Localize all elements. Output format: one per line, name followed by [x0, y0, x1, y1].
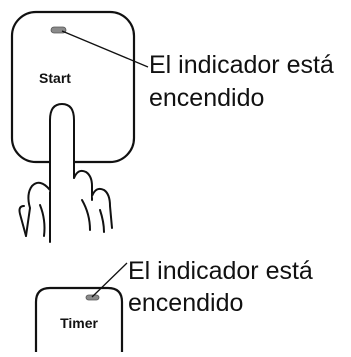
- start-button[interactable]: Start: [10, 10, 136, 164]
- start-callout-line1: El indicador está: [149, 51, 334, 79]
- timer-callout-leader-line: [91, 262, 128, 298]
- timer-callout-line1: El indicador está: [128, 257, 313, 285]
- timer-callout-line2: encendido: [128, 289, 244, 317]
- timer-button-label: Timer: [60, 315, 98, 331]
- start-callout-line2: encendido: [149, 84, 265, 112]
- start-button-label: Start: [39, 70, 71, 86]
- timer-button-body[interactable]: [34, 286, 124, 352]
- start-callout-leader-line: [61, 30, 149, 68]
- hand-icon: [18, 103, 113, 243]
- timer-indicator-light: [85, 294, 100, 301]
- timer-button[interactable]: Timer: [34, 286, 124, 352]
